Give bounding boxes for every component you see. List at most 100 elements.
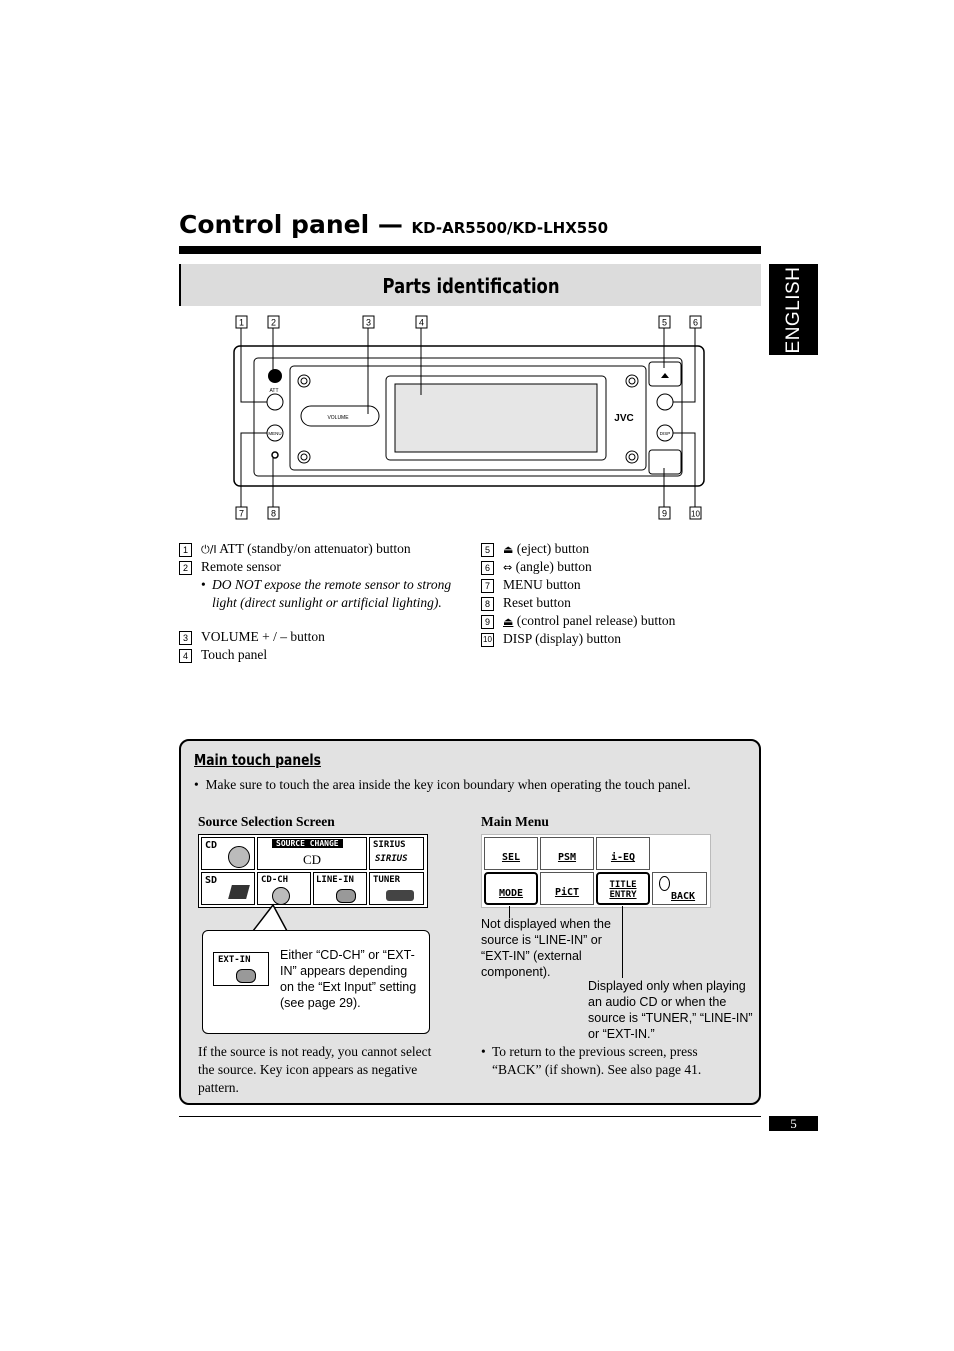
source-key-sd[interactable]: SD: [201, 872, 255, 905]
source-key-cd[interactable]: CD: [201, 837, 255, 870]
touch-panels-heading: Main touch panels: [194, 751, 321, 769]
touch-panel: [394, 383, 598, 453]
menu-key-sel[interactable]: SEL: [484, 837, 538, 870]
source-change-key[interactable]: SOURCE CHANGE CD: [257, 837, 367, 870]
language-tab: ENGLISH: [769, 264, 818, 355]
menu-key-pict[interactable]: PiCT: [540, 872, 594, 905]
remote-sensor: [268, 369, 282, 383]
page-title: Control panel — KD-AR5500/KD-LHX550: [179, 210, 608, 239]
item-text: (eject) button: [516, 541, 590, 556]
control-panel-diagram: 1 2 3 4 5 6 7 8 9 10 VOLUME JVC ATT MENU: [233, 315, 705, 520]
key-label: LINE-IN: [316, 875, 354, 885]
key-label: SIRIUS: [373, 840, 406, 850]
sirius-logo: SIRIUS: [375, 854, 408, 864]
remote-sensor-note: •DO NOT expose the remote sensor to stro…: [201, 576, 461, 610]
item-text: Remote sensor: [201, 559, 281, 574]
source-key-cd-ch[interactable]: CD-CH: [257, 872, 311, 905]
disc-icon: [272, 887, 290, 905]
section-header: Parts identification: [179, 264, 761, 306]
mode-leader: [509, 906, 510, 918]
item-text: ATT (standby/on attenuator) button: [219, 541, 411, 556]
item-text: DISP (display) button: [503, 631, 621, 646]
title-entry-leader: [622, 906, 623, 978]
source-screen-title: Source Selection Screen: [198, 814, 335, 829]
current-source: CD: [302, 852, 322, 867]
key-label: BACK: [671, 891, 696, 902]
item-number: 10: [481, 633, 494, 647]
main-menu-screen: SEL PSM i-EQ MODE PiCT TITLE ENTRY BACK: [481, 834, 711, 908]
item-number: 2: [179, 561, 192, 575]
key-label: MODE: [498, 888, 524, 899]
back-tip-text: To return to the previous screen, press …: [492, 1044, 702, 1077]
footer-rule: [179, 1116, 761, 1117]
key-label: SEL: [501, 852, 521, 863]
callout-1-label: 1: [239, 318, 244, 328]
disc-icon: [228, 846, 250, 868]
mode-note: Not displayed when the source is “LINE-I…: [481, 917, 611, 979]
reset-button: [271, 451, 279, 459]
menu-key-back[interactable]: BACK: [652, 872, 707, 905]
item-number: 5: [481, 543, 494, 557]
item-number: 6: [481, 561, 494, 575]
item-text: (control panel release) button: [516, 613, 676, 628]
key-label: i-EQ: [610, 852, 636, 863]
callout-5-label: 5: [662, 318, 667, 328]
callout-4-label: 4: [419, 318, 424, 328]
note-text: DO NOT expose the remote sensor to stron…: [212, 577, 452, 610]
menu-key-ieq[interactable]: i-EQ: [596, 837, 650, 870]
callout-6-label: 6: [693, 318, 698, 328]
callout-7-label: 7: [239, 509, 244, 519]
model-number: KD-AR5500/KD-LHX550: [411, 219, 609, 237]
source-key-ext-in[interactable]: EXT-IN: [213, 952, 269, 986]
item-number: 7: [481, 579, 494, 593]
title-rule: [179, 246, 761, 254]
item-number: 1: [179, 543, 192, 557]
plug-icon: [236, 969, 256, 983]
key-label: TUNER: [373, 875, 401, 885]
key-label: PiCT: [554, 887, 580, 898]
item-text: (angle) button: [515, 559, 592, 574]
callout-10-label: 10: [691, 510, 700, 519]
key-label: CD: [205, 840, 218, 851]
release-icon: ⏏: [503, 615, 514, 628]
key-label: PSM: [557, 852, 577, 863]
sd-card-icon: [228, 885, 250, 899]
att-button: [266, 393, 284, 411]
item-number: 4: [179, 649, 192, 663]
source-selection-screen: CD SOURCE CHANGE CD SIRIUS SIRIUS SD CD-CH…: [198, 834, 428, 908]
angle-button: [656, 393, 674, 411]
menu-key-psm[interactable]: PSM: [540, 837, 594, 870]
source-key-line-in[interactable]: LINE-IN: [313, 872, 367, 905]
source-not-ready-note: If the source is not ready, you cannot s…: [198, 1044, 432, 1095]
source-key-sirius[interactable]: SIRIUS SIRIUS: [369, 837, 424, 870]
source-key-tuner[interactable]: TUNER: [369, 872, 424, 905]
volume-label: VOLUME: [327, 415, 349, 421]
menu-label: MENU: [268, 431, 281, 436]
callout-8-label: 8: [271, 509, 276, 519]
menu-key-title-entry[interactable]: TITLE ENTRY: [596, 872, 650, 905]
plug-icon: [336, 889, 356, 903]
key-label: SOURCE CHANGE: [272, 839, 343, 848]
bullet: •: [481, 1044, 486, 1059]
callout-2-label: 2: [271, 318, 276, 328]
intro-text: Make sure to touch the area inside the k…: [205, 777, 691, 792]
item-text: VOLUME + / – button: [201, 629, 325, 644]
title-text: Control panel —: [179, 210, 412, 239]
page-number: 5: [769, 1116, 818, 1131]
touch-panels-intro: • Make sure to touch the area inside the…: [194, 776, 744, 794]
callout-3-label: 3: [366, 318, 371, 328]
power-icon: ⏻/I: [201, 543, 217, 556]
item-number: 3: [179, 631, 192, 645]
section-title: Parts identification: [382, 274, 560, 298]
item-text: Touch panel: [201, 647, 268, 662]
main-menu-title: Main Menu: [481, 814, 549, 829]
item-number: 8: [481, 597, 494, 611]
key-label: TITLE ENTRY: [609, 880, 637, 900]
key-label: CD-CH: [261, 875, 289, 885]
angle-icon: ⇔: [503, 561, 513, 574]
language-tab-label: ENGLISH: [782, 266, 804, 353]
item-number: 9: [481, 615, 494, 629]
touch-panels-box: Main touch panels • Make sure to touch t…: [179, 739, 761, 1105]
menu-key-mode[interactable]: MODE: [484, 872, 538, 905]
key-label: EXT-IN: [218, 955, 251, 965]
